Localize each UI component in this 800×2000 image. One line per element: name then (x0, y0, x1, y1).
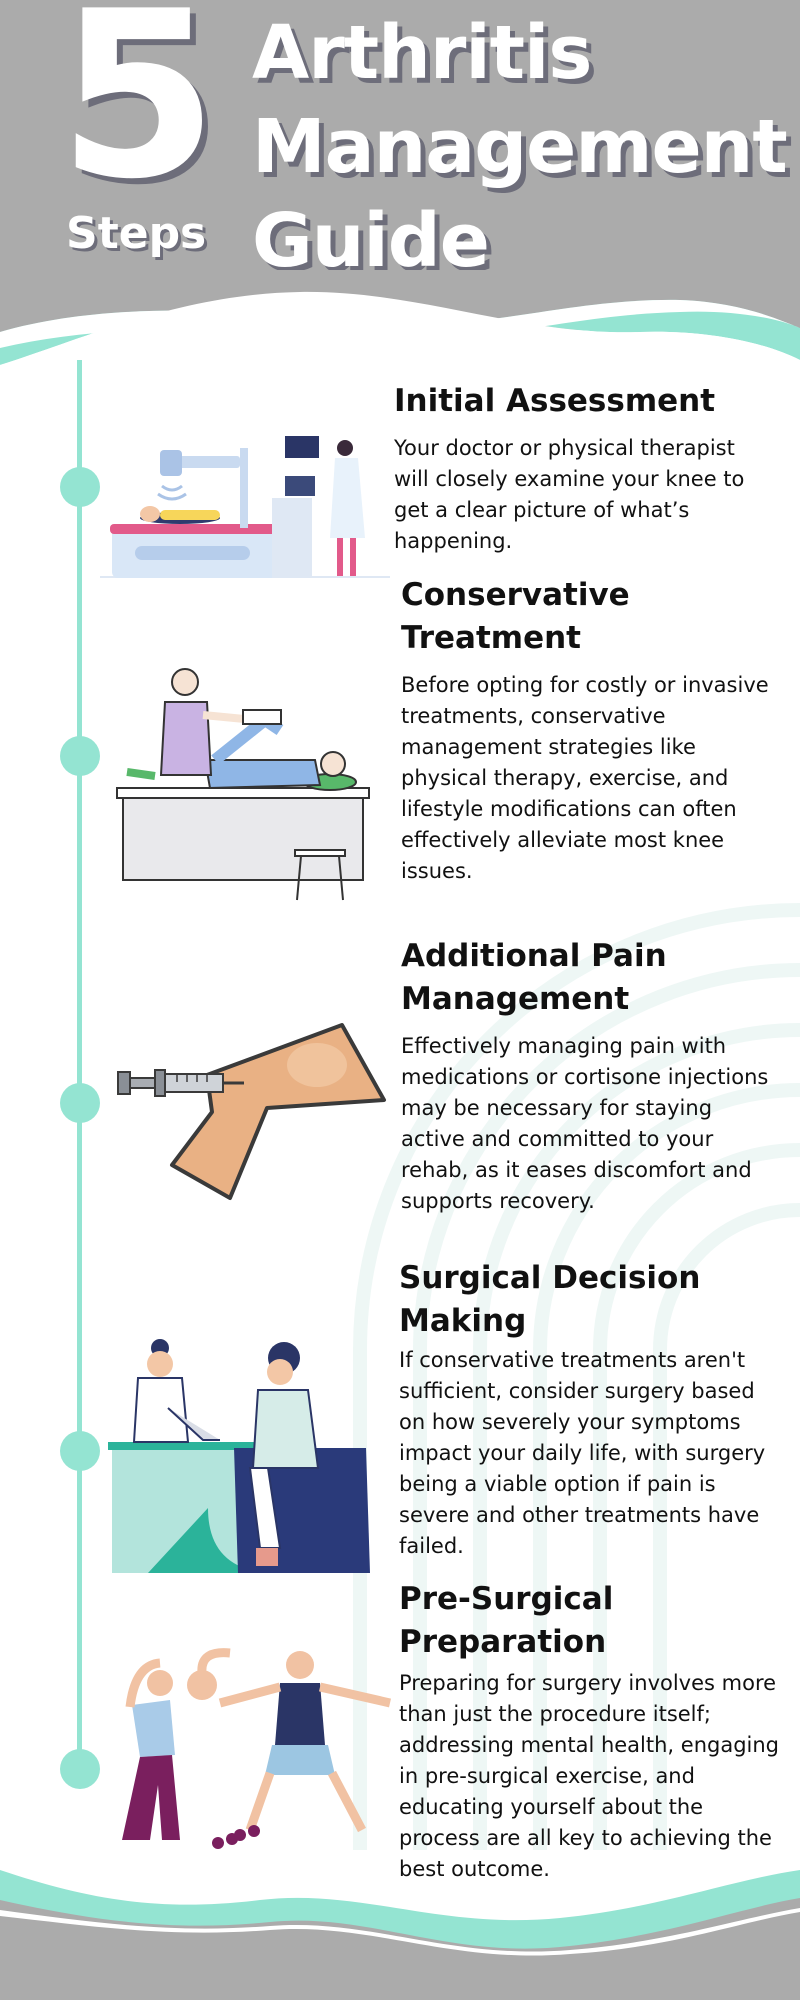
timeline-dot-3 (60, 1083, 100, 1123)
step-title-line: Preparation (399, 1624, 607, 1660)
step-title-line: Surgical Decision (399, 1260, 701, 1296)
header-banner: 5 Steps Arthritis Management Guide (0, 0, 800, 330)
step-title-line: Management (401, 981, 630, 1017)
step-title: Additional Pain Management (401, 935, 781, 1021)
xray-exam-illustration (100, 436, 390, 578)
doctor-consultation-illustration (108, 1339, 370, 1573)
step-description: Your doctor or physical therapist will c… (394, 436, 745, 553)
step-surgical-decision-making: Surgical Decision Making If conservative… (399, 1257, 779, 1562)
page-title: Arthritis Management Guide (252, 6, 788, 288)
title-line-3: Guide (252, 198, 490, 284)
step-title: Pre-Surgical Preparation (399, 1578, 784, 1664)
header-wave-decoration (0, 270, 800, 380)
title-line-2: Management (252, 104, 788, 190)
seniors-exercise-illustration (122, 1648, 392, 1849)
step-description: Before opting for costly or invasive tre… (401, 673, 769, 883)
step-title-line: Conservative (401, 577, 630, 613)
step-description: Preparing for surgery involves more than… (399, 1671, 780, 1881)
footer-wave-decoration (0, 1870, 800, 2000)
title-line-1: Arthritis (252, 10, 592, 96)
step-title-line: Treatment (401, 620, 582, 656)
timeline-line (77, 360, 82, 1770)
step-title-line: Additional Pain (401, 938, 667, 974)
step-description: Effectively managing pain with medicatio… (401, 1034, 769, 1213)
step-description: If conservative treatments aren't suffic… (399, 1348, 766, 1558)
step-count-number: 5 (58, 0, 218, 230)
timeline-dot-1 (60, 467, 100, 507)
timeline-dot-2 (60, 736, 100, 776)
step-title-line: Making (399, 1303, 527, 1339)
physical-therapy-illustration (116, 668, 370, 901)
timeline-dot-4 (60, 1431, 100, 1471)
step-title: Initial Assessment (394, 380, 774, 423)
step-pre-surgical-preparation: Pre-Surgical Preparation Preparing for s… (399, 1578, 784, 1885)
steps-label: Steps (66, 208, 207, 259)
step-title: Surgical Decision Making (399, 1257, 779, 1343)
timeline-dot-5 (60, 1749, 100, 1789)
background-arcs-decoration (353, 903, 800, 1850)
step-title-line: Pre-Surgical (399, 1581, 614, 1617)
step-title: Conservative Treatment (401, 574, 781, 660)
knee-injection-illustration (117, 1023, 386, 1200)
step-conservative-treatment: Conservative Treatment Before opting for… (401, 574, 781, 887)
step-title-line: Initial Assessment (394, 383, 716, 419)
step-initial-assessment: Initial Assessment Your doctor or physic… (394, 380, 774, 557)
step-additional-pain-management: Additional Pain Management Effectively m… (401, 935, 781, 1217)
